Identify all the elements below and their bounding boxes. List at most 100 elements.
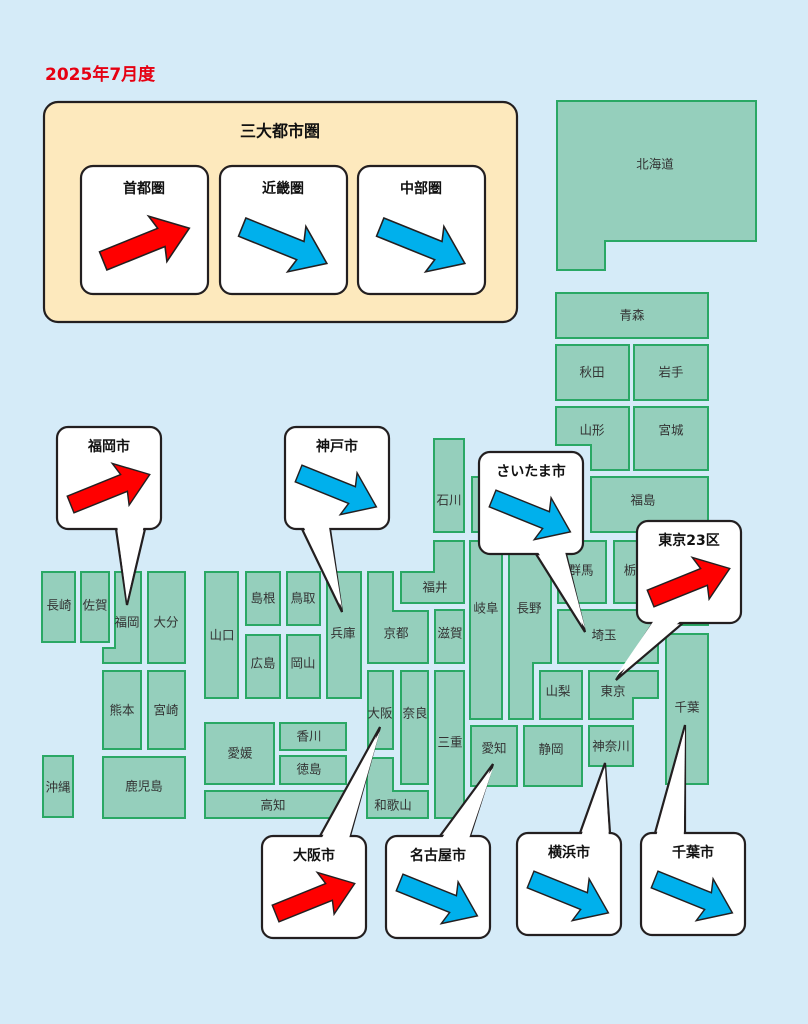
prefecture-shape [286, 571, 321, 626]
prefecture-kagawa: 香川 [279, 722, 347, 751]
prefecture-shape [434, 609, 465, 664]
prefecture-shape [400, 540, 465, 604]
japan-prefecture-map: 北海道青森秋田岩手山形宮城福島石川福井京都滋賀岐阜長野群馬栃埼玉山梨東京千葉愛知… [41, 100, 757, 819]
prefecture-label: 山梨 [545, 684, 571, 699]
prefecture-shape [633, 406, 709, 471]
prefecture-label: 大分 [153, 615, 178, 630]
trend-down-arrow-icon [375, 217, 467, 274]
prefecture-kumamoto: 熊本 [102, 670, 142, 750]
prefecture-tottori: 鳥取 [286, 571, 321, 626]
prefecture-label: 滋賀 [437, 626, 462, 641]
prefecture-shizuoka: 静岡 [523, 725, 583, 787]
prefecture-miyagi: 宮城 [633, 406, 709, 471]
prefecture-label: 北海道 [636, 157, 674, 172]
prefecture-fukuoka: 福岡 [102, 571, 142, 664]
prefecture-label: 栃 [624, 563, 637, 578]
prefecture-shape [286, 634, 321, 699]
prefecture-label: 奈良 [402, 706, 427, 721]
prefecture-label: 香川 [296, 729, 321, 744]
prefecture-shape [245, 634, 281, 699]
prefecture-wakayama: 和歌山 [366, 757, 429, 819]
prefecture-shape [279, 722, 347, 751]
prefecture-label: 愛知 [481, 741, 506, 756]
prefecture-tokushima: 徳島 [279, 755, 347, 785]
prefecture-shape [433, 438, 465, 533]
prefecture-nara: 奈良 [400, 670, 429, 785]
prefecture-label: 島根 [250, 591, 276, 606]
prefecture-shape [80, 571, 110, 643]
prefecture-okayama: 岡山 [286, 634, 321, 699]
prefecture-chiba: 千葉 [665, 633, 709, 785]
prefecture-label: 和歌山 [374, 798, 412, 813]
prefecture-label: 佐賀 [82, 598, 107, 613]
prefecture-label: 宮城 [658, 423, 684, 438]
prefecture-shape [633, 344, 709, 401]
trend-down-arrow-icon [526, 870, 610, 922]
prefecture-nagano: 長野 [508, 540, 552, 720]
city-callout: 神戸市 [283, 425, 391, 613]
prefecture-label: 東京 [600, 684, 625, 699]
prefecture-shape [102, 756, 186, 819]
prefecture-shape [665, 633, 709, 785]
city-callout: 横浜市 [515, 762, 623, 937]
prefecture-label: 秋田 [579, 365, 604, 380]
trend-up-arrow-icon [66, 462, 151, 514]
prefecture-nagasaki: 長崎 [41, 571, 76, 643]
prefecture-label: 沖縄 [45, 780, 71, 795]
report-period-title: 2025年7月度 [45, 64, 156, 85]
prefecture-saga: 佐賀 [80, 571, 110, 643]
prefecture-oita: 大分 [147, 571, 186, 664]
city-callouts: 福岡市神戸市さいたま市東京23区大阪市名古屋市横浜市千葉市 [55, 425, 747, 940]
prefecture-shape [539, 670, 583, 720]
prefecture-kagoshima: 鹿児島 [102, 756, 186, 819]
prefecture-kochi: 高知 [204, 790, 346, 819]
prefecture-label: 山口 [209, 628, 234, 643]
prefecture-label: 神奈川 [592, 739, 630, 754]
prefecture-label: 徳島 [296, 762, 321, 777]
metro-area-card: 首都圏 [79, 164, 210, 296]
prefecture-label: 長野 [516, 601, 542, 616]
prefecture-label: 熊本 [109, 703, 135, 718]
prefecture-kyoto: 京都 [367, 571, 429, 664]
prefecture-iwate: 岩手 [633, 344, 709, 401]
prefecture-yamaguchi: 山口 [204, 571, 239, 699]
prefecture-gifu: 岐阜 [469, 540, 503, 720]
prefecture-shape [279, 755, 347, 785]
trend-down-arrow-icon [650, 870, 734, 922]
city-callout: 福岡市 [55, 425, 163, 606]
prefecture-label: 鳥取 [290, 591, 316, 606]
prefecture-miyazaki: 宮崎 [147, 670, 186, 750]
prefecture-shape [523, 725, 583, 787]
prefecture-akita: 秋田 [555, 344, 630, 401]
prefecture-label: 京都 [383, 626, 409, 641]
prefecture-hiroshima: 広島 [245, 634, 281, 699]
prefecture-shape [367, 571, 429, 664]
prefecture-label: 石川 [436, 493, 461, 508]
prefecture-label: 群馬 [568, 563, 593, 578]
city-name: 横浜市 [548, 844, 590, 861]
prefecture-shape [555, 292, 709, 339]
metro-area-name: 中部圏 [400, 180, 442, 197]
trend-down-arrow-icon [488, 489, 572, 541]
prefecture-label: 福岡 [114, 615, 139, 630]
prefecture-tokyo: 東京 [588, 670, 659, 720]
prefecture-label: 静岡 [538, 742, 563, 757]
city-name: 東京23区 [658, 532, 719, 549]
prefecture-label: 岐阜 [473, 601, 498, 616]
prefecture-shape [556, 100, 757, 271]
prefecture-okinawa: 沖縄 [42, 755, 74, 818]
prefecture-label: 岩手 [658, 365, 683, 380]
metro-area-name: 近畿圏 [262, 180, 304, 197]
prefecture-shape [400, 670, 429, 785]
prefecture-label: 山形 [579, 423, 605, 438]
prefecture-shape [588, 725, 634, 767]
prefecture-shiga: 滋賀 [434, 609, 465, 664]
prefecture-shape [42, 755, 74, 818]
prefecture-shape [147, 571, 186, 664]
city-name: 千葉市 [672, 844, 714, 861]
prefecture-fukui: 福井 [400, 540, 465, 604]
prefecture-aichi: 愛知 [470, 725, 518, 787]
prefecture-label: 鹿児島 [125, 779, 163, 794]
city-callout: 名古屋市 [384, 763, 495, 940]
prefecture-label: 高知 [260, 798, 285, 813]
